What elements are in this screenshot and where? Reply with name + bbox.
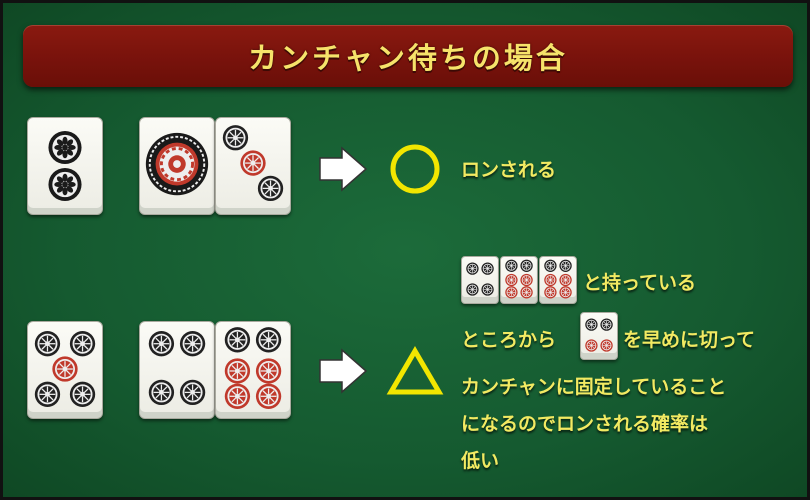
pin-dot xyxy=(585,339,598,352)
tile-5-pin xyxy=(27,321,103,419)
pin-dots xyxy=(466,262,494,296)
pin-dots xyxy=(544,259,572,299)
triangle-icon xyxy=(386,346,444,395)
pin-dots xyxy=(48,130,82,202)
pin-dot xyxy=(481,283,494,296)
pin-dot xyxy=(559,273,572,287)
arrow-right-icon xyxy=(319,348,368,394)
pin-dot xyxy=(48,167,82,202)
pin-dot xyxy=(544,286,557,299)
pin-dot xyxy=(466,262,479,275)
pin-dot xyxy=(222,125,249,151)
pin-dot xyxy=(179,379,206,406)
pin-dot xyxy=(520,286,533,299)
pin-dots xyxy=(505,259,533,299)
pin-dots xyxy=(222,125,284,202)
tile-1-pin xyxy=(139,117,215,215)
small-tile-4-pin xyxy=(461,256,499,304)
pin-dot xyxy=(148,331,175,357)
pin-dot xyxy=(148,379,175,406)
pin-dots xyxy=(34,331,96,407)
pin-dot xyxy=(520,273,533,287)
pin-dot xyxy=(600,318,613,331)
text-line4: になるのでロンされる確率は xyxy=(461,413,709,435)
tile-6-pin xyxy=(215,321,291,419)
result-text-ron: ロンされる xyxy=(461,159,557,181)
pin-dot xyxy=(34,331,61,357)
pin-dot xyxy=(69,381,96,407)
pin-dot xyxy=(34,381,61,407)
arrow-right-icon xyxy=(319,146,368,192)
pin-dot xyxy=(585,318,598,331)
pin-dot xyxy=(224,383,251,409)
pin-dots xyxy=(585,318,613,352)
pin-dot xyxy=(544,273,557,287)
pin-dot xyxy=(505,286,518,299)
pin-dot xyxy=(520,259,533,272)
pin-dot xyxy=(466,283,479,296)
pin-dot xyxy=(240,150,266,176)
pin-dots xyxy=(224,327,282,409)
pin-dot xyxy=(255,327,282,353)
pin-dot xyxy=(600,339,613,352)
pin-dot xyxy=(505,259,518,272)
pin-dot xyxy=(481,262,494,275)
small-tile-4-pin-discard xyxy=(580,312,618,360)
text-line2-suffix: を早めに切って xyxy=(623,329,756,351)
pin-dot xyxy=(505,273,518,287)
text-line2-prefix: ところから xyxy=(461,329,557,351)
text-line3: カンチャンに固定していること xyxy=(461,376,727,398)
pin-dot xyxy=(52,356,78,382)
pin-dot xyxy=(255,383,282,409)
title-banner: カンチャン待ちの場合 xyxy=(23,25,793,87)
circle-icon xyxy=(390,144,440,194)
pin-dot xyxy=(48,130,82,165)
pin-big-circle xyxy=(145,132,209,196)
pin-dot xyxy=(179,331,206,357)
tile-4-pin xyxy=(139,321,215,419)
pin-dot xyxy=(255,358,282,384)
pin-dot xyxy=(559,259,572,272)
tile-3-pin xyxy=(215,117,291,215)
pin-dot xyxy=(559,286,572,299)
text-line5: 低い xyxy=(461,450,500,472)
text-line1-suffix: と持っている xyxy=(583,272,697,294)
page-title: カンチャン待ちの場合 xyxy=(248,41,568,75)
tile-2-pin xyxy=(27,117,103,215)
pin-dot xyxy=(69,331,96,357)
small-tile-6-pin xyxy=(500,256,538,304)
pin-dot xyxy=(544,259,557,272)
small-tile-6-pin xyxy=(539,256,577,304)
pin-dots xyxy=(148,331,206,406)
pin-dot xyxy=(257,175,284,202)
pin-dot xyxy=(224,327,251,353)
pin-dot xyxy=(224,358,251,384)
